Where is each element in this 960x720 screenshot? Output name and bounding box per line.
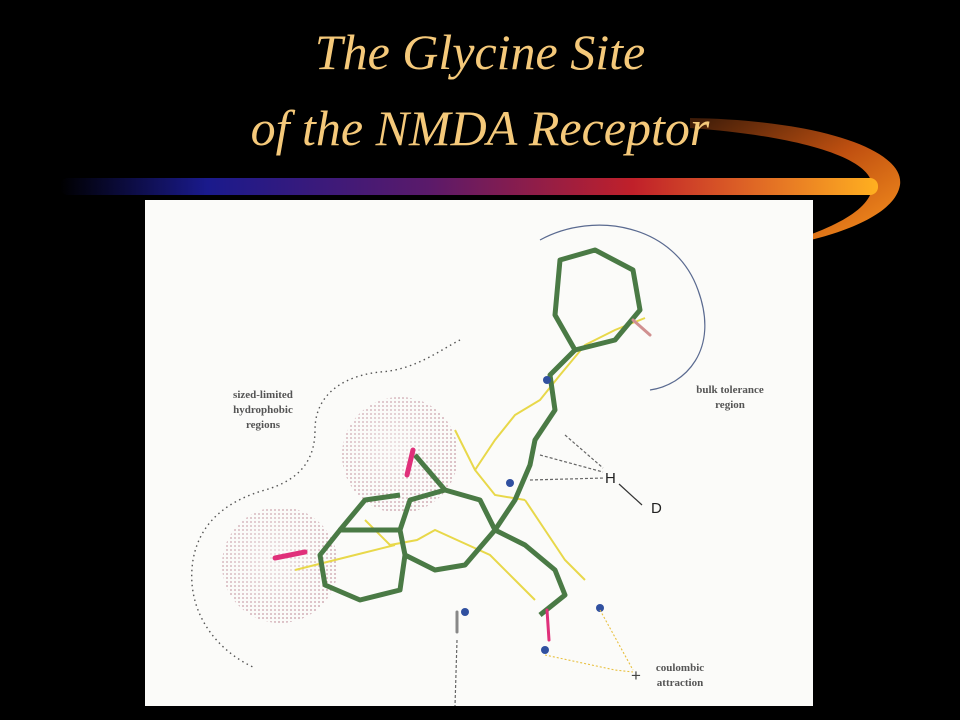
ligand-green	[317, 247, 643, 617]
label-bulk-tolerance: bulk tolerance	[696, 384, 764, 396]
label-attraction: attraction	[656, 676, 704, 689]
label-bulk-tolerance-region: bulk tolerance region	[680, 383, 780, 413]
coulombic-lines	[544, 609, 634, 673]
hydrophobic-boundary	[191, 339, 461, 669]
heteroatoms	[272, 318, 652, 654]
hydrogen-bonds	[454, 434, 606, 706]
label-coulombic-attraction: coulombic attraction	[635, 661, 725, 691]
pharmacophore-figure: sized-limited hydrophobic regions bulk t…	[145, 200, 813, 706]
atom-d-label: D	[651, 500, 662, 517]
pharmacophore-diagram	[191, 224, 706, 706]
label-hydrophobic-regions: sized-limited hydrophobic regions	[213, 388, 313, 433]
label-hydrophobic: hydrophobic	[233, 403, 293, 416]
label-coulombic: coulombic	[655, 662, 705, 674]
decorative-swoosh	[60, 118, 901, 250]
label-sized-limited: sized-limited	[233, 389, 293, 401]
atom-h-label: H	[605, 470, 616, 487]
label-region: region	[715, 398, 745, 411]
slide-title-line-2: of the NMDA Receptor	[250, 100, 710, 156]
label-regions: regions	[245, 418, 281, 431]
h-d-bond	[618, 483, 643, 506]
bulk-tolerance-arc	[539, 224, 706, 391]
slide-title-line-1: The Glycine Site	[314, 24, 646, 80]
plus-charge-label: +	[631, 666, 641, 685]
